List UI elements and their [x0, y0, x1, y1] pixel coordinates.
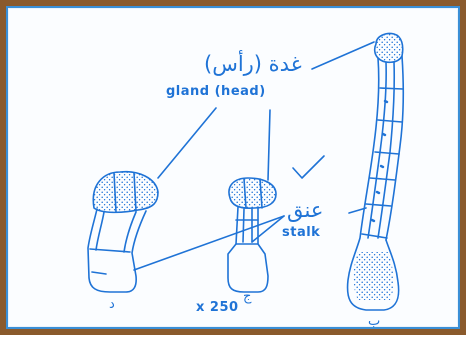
leader-gland-to-hair-3	[312, 42, 374, 69]
glandular-hair-1	[88, 172, 158, 292]
hair-3-letter: ب	[368, 315, 380, 328]
leader-gland-to-hair-1	[158, 108, 216, 178]
glandular-hair-2	[228, 178, 276, 292]
stalk-arabic-label: عنق	[287, 200, 323, 221]
hair-3-basal-cell	[354, 252, 394, 300]
gland-english-label: gland (head)	[166, 85, 266, 98]
stalk-english-label: stalk	[282, 226, 320, 239]
glandular-hair-3	[348, 33, 404, 310]
hair-2-letter: ج	[243, 290, 251, 303]
hair-3-cell-walls	[362, 88, 403, 238]
hair-1-stalk-inner	[96, 212, 136, 252]
magnification-label: x 250	[196, 301, 239, 314]
hair-1-letter: د	[109, 298, 115, 311]
hair-2-stalk-inner	[243, 209, 252, 242]
gland-arabic-label: غدة (رأس)	[204, 54, 302, 75]
hair-1-gland-head	[93, 172, 158, 213]
stray-pen-mark	[293, 156, 324, 178]
leader-stalk-to-hair-1	[134, 216, 284, 270]
hair-3-gland-head	[375, 33, 403, 62]
hair-2-gland-head	[229, 178, 276, 208]
leader-gland-to-hair-2	[268, 110, 270, 180]
